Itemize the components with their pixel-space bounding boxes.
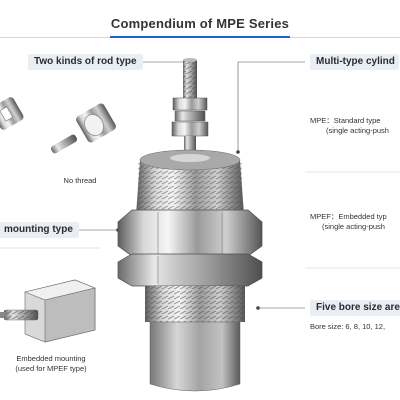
embedded-caption-line2: (used for MPEF type) [15,364,87,373]
page-title: Compendium of MPE Series [110,16,290,31]
mpe-description-line1: MPE：Standard type [310,116,381,125]
cylinder-type-tag: Multi-type cylind [310,54,399,70]
embedded-mounting-illustration [0,279,96,343]
mounting-type-tag: mounting type [0,222,79,238]
bore-size-tag: Five bore size are a [310,300,400,316]
mpef-description-line2: (single acting-push [322,222,385,231]
no-thread-caption: No thread [63,176,97,185]
rod-type-tag: Two kinds of rod type [28,54,143,70]
no-thread-rod-illustration [50,103,116,154]
rod-thread-illustration [0,97,24,130]
mpef-description-line1: MPEF：Embedded typ [310,212,387,221]
bore-size-list: Bore size: 6, 8, 10, 12, [310,322,386,331]
title-accent-rule [110,36,290,38]
embedded-caption-line1: Embedded mounting [16,354,86,363]
mpe-description-line2: (single acting-push [326,126,389,135]
